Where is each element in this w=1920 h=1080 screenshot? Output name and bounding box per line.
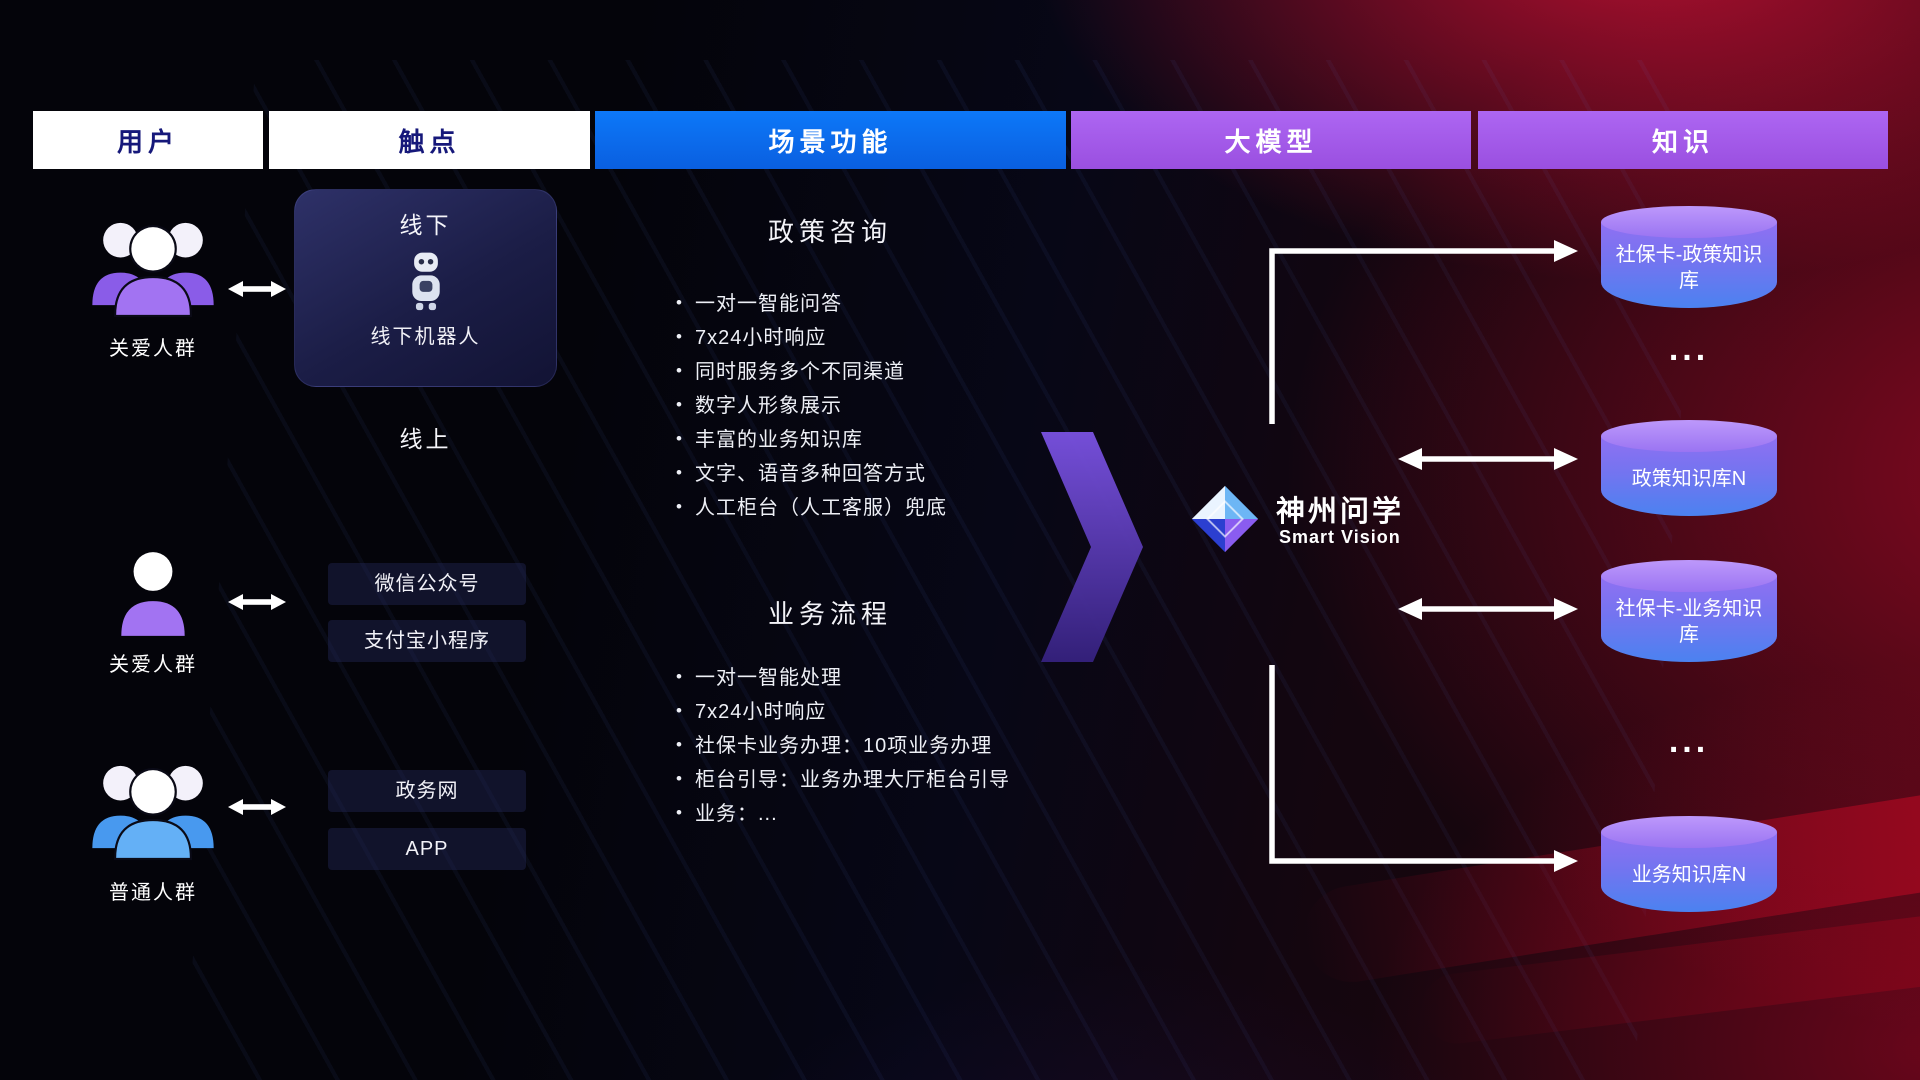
people-group-icon — [88, 748, 218, 871]
scenario-item: 一对一智能处理 — [676, 666, 1010, 691]
header-column-touchpoint: 触点 — [269, 111, 590, 169]
people-group-icon — [88, 205, 218, 328]
scenario-item: 7x24小时响应 — [676, 326, 947, 351]
flow-right-arrow-icon — [1041, 432, 1143, 662]
knowledge-db-business-n: 业务知识库N — [1601, 816, 1777, 912]
cylinder-top — [1601, 560, 1777, 592]
ellipsis-dots: ... — [1668, 330, 1710, 368]
scenario-item: 数字人形象展示 — [676, 394, 947, 419]
channel-wechat: 微信公众号 — [328, 563, 526, 605]
header-column-knowledge: 知识 — [1478, 111, 1888, 169]
person-icon — [115, 548, 191, 645]
scenario-title-policy: 政策咨询 — [767, 217, 892, 247]
user-person-label: 关爱人群 — [109, 654, 197, 676]
ellipsis-dots: ... — [1668, 722, 1710, 760]
model-subtitle: Smart Vision — [1279, 527, 1401, 547]
cylinder-top — [1601, 420, 1777, 452]
double-arrow-icon — [228, 278, 286, 300]
robot-icon — [411, 252, 440, 311]
user-group-label: 普通人群 — [109, 882, 197, 904]
model-name: 神州问学 — [1276, 496, 1405, 528]
channel-gov-web: 政务网 — [328, 770, 526, 812]
knowledge-db-policy-n: 政策知识库N — [1601, 420, 1777, 516]
header-column-model: 大模型 — [1071, 111, 1471, 169]
double-arrow-icon — [228, 796, 286, 818]
scenario-item: 柜台引导：业务办理大厅柜台引导 — [676, 768, 1010, 793]
header-column-user: 用户 — [33, 111, 263, 169]
scenario-item: 丰富的业务知识库 — [676, 428, 947, 453]
offline-touchpoint-panel: 线下 线下机器人 — [294, 189, 557, 387]
scenario-item: 文字、语音多种回答方式 — [676, 462, 947, 487]
knowledge-db-policy-ssc: 社保卡-政策知识库 — [1601, 206, 1777, 308]
cylinder-label: 政策知识库N — [1601, 436, 1777, 516]
offline-robot-label: 线下机器人 — [370, 326, 481, 348]
double-arrow-icon — [228, 591, 286, 613]
header-column-scenario: 场景功能 — [595, 111, 1066, 169]
scenario-item: 社保卡业务办理：10项业务办理 — [676, 734, 1010, 759]
scenario-title-business: 业务流程 — [767, 599, 892, 629]
scenario-item: 业务：... — [676, 802, 1010, 827]
knowledge-db-business-ssc: 社保卡-业务知识库 — [1601, 560, 1777, 662]
scenario-item: 7x24小时响应 — [676, 700, 1010, 725]
channel-app: APP — [328, 828, 526, 870]
user-group-label: 关爱人群 — [109, 338, 197, 360]
online-title: 线上 — [399, 426, 452, 452]
offline-title: 线下 — [399, 212, 452, 238]
scenario-item: 同时服务多个不同渠道 — [676, 360, 947, 385]
scenario-list-business: 一对一智能处理 7x24小时响应 社保卡业务办理：10项业务办理 柜台引导：业务… — [676, 666, 1010, 836]
scenario-list-policy: 一对一智能问答 7x24小时响应 同时服务多个不同渠道 数字人形象展示 丰富的业… — [676, 292, 947, 530]
cylinder-top — [1601, 816, 1777, 848]
scenario-item: 一对一智能问答 — [676, 292, 947, 317]
cylinder-top — [1601, 206, 1777, 238]
channel-alipay-miniprogram: 支付宝小程序 — [328, 620, 526, 662]
model-logo-diamond-icon — [1191, 485, 1259, 553]
scenario-item: 人工柜台（人工客服）兜底 — [676, 496, 947, 521]
